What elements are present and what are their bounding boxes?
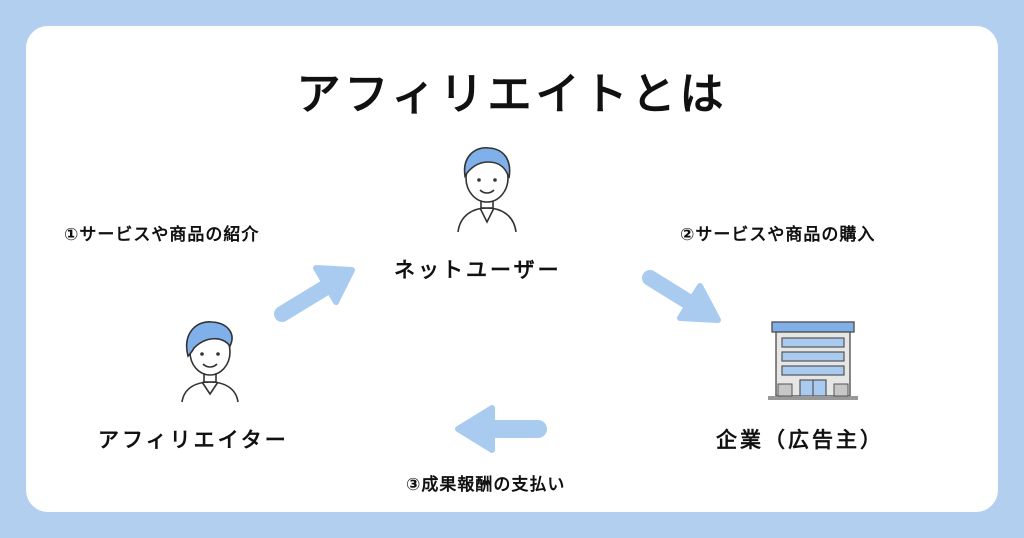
arrow-up-right — [274, 265, 355, 322]
man-icon — [457, 147, 517, 233]
building-icon — [768, 321, 858, 400]
node-net-user-label: ネットユーザー — [394, 258, 562, 282]
step-2-label: ②サービスや商品の購入 — [680, 225, 876, 245]
node-affiliator-label: アフィリエイター — [98, 428, 289, 452]
arrow-left — [455, 405, 547, 453]
node-company-label: 企業（広告主） — [716, 428, 884, 452]
arrow-down-right — [642, 270, 721, 323]
step-1-label: ①サービスや商品の紹介 — [64, 225, 260, 245]
page-title: アフィリエイトとは — [296, 69, 728, 120]
woman-icon — [181, 321, 239, 403]
step-3-label: ③成果報酬の支払い — [406, 475, 566, 495]
